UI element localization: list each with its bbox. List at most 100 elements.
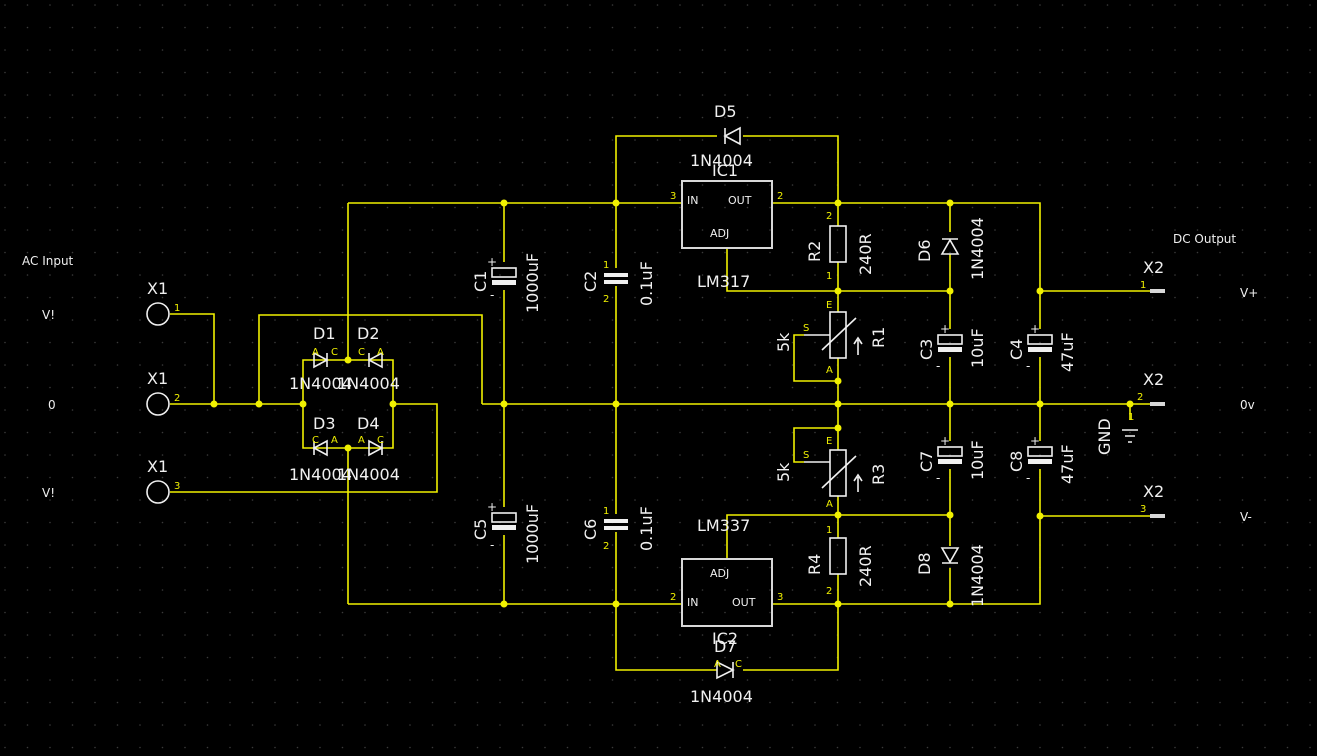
- diode-d7[interactable]: D7 1N4004 A C: [690, 637, 753, 706]
- x2-pin1-num: 1: [1140, 280, 1146, 291]
- d1-value: 1N4004: [289, 374, 352, 393]
- d4-name: D4: [357, 414, 380, 433]
- r4-pin2: 2: [826, 586, 832, 597]
- x1-pin2-name: X1: [147, 369, 168, 388]
- c4-name: C4: [1007, 339, 1026, 360]
- regulator-ic2[interactable]: ADJ IN OUT IC2 LM337 2 3: [670, 516, 783, 648]
- d6-value: 1N4004: [968, 217, 987, 280]
- r3-pin-s: S: [803, 450, 809, 461]
- diode-d1[interactable]: D1 1N4004 A C: [289, 324, 352, 393]
- ic2-value: LM337: [697, 516, 750, 535]
- d3-pin-c: C: [312, 435, 319, 446]
- capacitor-c7[interactable]: + - C7 10uF: [917, 434, 987, 485]
- r3-value: 5k: [774, 462, 793, 482]
- x1-pin3-name: X1: [147, 457, 168, 476]
- zero-label: 0: [48, 398, 56, 412]
- d4-pin-c: C: [377, 435, 384, 446]
- capacitor-c8[interactable]: + - C8 47uF: [1007, 434, 1077, 485]
- d7-pin-a: A: [714, 659, 721, 670]
- ic1-pin3: 3: [670, 191, 676, 202]
- ic1-value: LM317: [697, 272, 750, 291]
- c7-minus: -: [936, 471, 940, 485]
- x2-pin3-num: 3: [1140, 504, 1146, 515]
- ic1-name: IC1: [712, 161, 738, 180]
- diode-d8[interactable]: D8 1N4004: [915, 544, 987, 607]
- d2-name: D2: [357, 324, 380, 343]
- diode-d5[interactable]: D5 1N4004: [690, 102, 753, 170]
- ic1-out-label: OUT: [728, 194, 752, 207]
- ic2-adj-label: ADJ: [710, 567, 729, 580]
- r2-pin1: 1: [826, 271, 832, 282]
- d4-pin-a: A: [358, 435, 365, 446]
- diode-d2[interactable]: D2 1N4004 C A: [337, 324, 400, 393]
- r1-pin-a: A: [826, 365, 833, 376]
- diode-d6[interactable]: D6 1N4004: [915, 217, 987, 280]
- r3-name: R3: [869, 464, 888, 485]
- x2-pin2-name: X2: [1143, 370, 1164, 389]
- x1-pin1-num: 1: [174, 303, 180, 314]
- c8-minus: -: [1026, 471, 1030, 485]
- c6-value: 0.1uF: [637, 506, 656, 551]
- diode-d4[interactable]: D4 1N4004 A C: [337, 414, 400, 484]
- c3-minus: -: [936, 359, 940, 373]
- connector-x2[interactable]: X2 X2 X2 1 2 3: [1137, 258, 1165, 518]
- c2-value: 0.1uF: [637, 261, 656, 306]
- ic1-pin2: 2: [777, 191, 783, 202]
- potentiometer-r1[interactable]: E A S 5k R1: [774, 300, 888, 376]
- resistor-r4[interactable]: 1 2 R4 240R: [805, 525, 875, 597]
- d3-pin-a: A: [331, 435, 338, 446]
- d7-value: 1N4004: [690, 687, 753, 706]
- c1-minus: -: [490, 288, 494, 302]
- d6-name: D6: [915, 240, 934, 263]
- ic2-pin2: 2: [670, 592, 676, 603]
- d8-value: 1N4004: [968, 544, 987, 607]
- d2-pin-a: A: [377, 347, 384, 358]
- diode-d3[interactable]: D3 1N4004 C A: [289, 414, 352, 484]
- ic2-name: IC2: [712, 629, 738, 648]
- r3-pin-e: E: [826, 436, 832, 447]
- r1-name: R1: [869, 327, 888, 348]
- vplus-label: V+: [1240, 286, 1258, 300]
- r4-pin1: 1: [826, 525, 832, 536]
- c1-name: C1: [471, 271, 490, 292]
- c5-plus: +: [487, 500, 497, 514]
- vminus-label: V-: [1240, 510, 1252, 524]
- r4-value: 240R: [856, 545, 875, 587]
- c2-pin1: 1: [603, 260, 609, 271]
- capacitor-c3[interactable]: + - C3 10uF: [917, 322, 987, 373]
- wires: [170, 135, 1153, 671]
- regulator-ic1[interactable]: IN OUT ADJ IC1 LM317 3 2: [670, 161, 783, 291]
- r2-pin2: 2: [826, 211, 832, 222]
- c7-name: C7: [917, 451, 936, 472]
- c4-plus: +: [1030, 322, 1040, 336]
- x1-pin2-num: 2: [174, 393, 180, 404]
- x2-pin2-num: 2: [1137, 392, 1143, 403]
- potentiometer-r3[interactable]: E A S 5k R3: [774, 436, 888, 510]
- r2-name: R2: [805, 241, 824, 262]
- ic2-out-label: OUT: [732, 596, 756, 609]
- c7-value: 10uF: [968, 440, 987, 480]
- c8-name: C8: [1007, 451, 1026, 472]
- c8-plus: +: [1030, 434, 1040, 448]
- capacitor-c6[interactable]: 1 2 C6 0.1uF: [581, 506, 656, 552]
- c4-value: 47uF: [1058, 332, 1077, 372]
- capacitor-c4[interactable]: + - C4 47uF: [1007, 322, 1077, 373]
- connector-x1[interactable]: X1 X1 X1 1 2 3: [146, 279, 180, 504]
- ground-symbol[interactable]: GND 1: [1095, 412, 1138, 455]
- r1-pin-e: E: [826, 300, 832, 311]
- ic1-in-label: IN: [687, 194, 698, 207]
- resistor-r2[interactable]: 2 1 R2 240R: [805, 211, 875, 282]
- d1-pin-a: A: [312, 347, 319, 358]
- d2-pin-c: C: [358, 347, 365, 358]
- d3-name: D3: [313, 414, 336, 433]
- d7-name: D7: [714, 637, 737, 656]
- capacitor-c1[interactable]: + - C1 1000uF: [471, 253, 542, 313]
- c6-pin2: 2: [603, 541, 609, 552]
- c3-plus: +: [940, 322, 950, 336]
- capacitor-c5[interactable]: + - C5 1000uF: [471, 500, 542, 564]
- x2-pin1-name: X2: [1143, 258, 1164, 277]
- ic2-in-label: IN: [687, 596, 698, 609]
- capacitor-c2[interactable]: 1 2 C2 0.1uF: [581, 260, 656, 306]
- c6-name: C6: [581, 519, 600, 540]
